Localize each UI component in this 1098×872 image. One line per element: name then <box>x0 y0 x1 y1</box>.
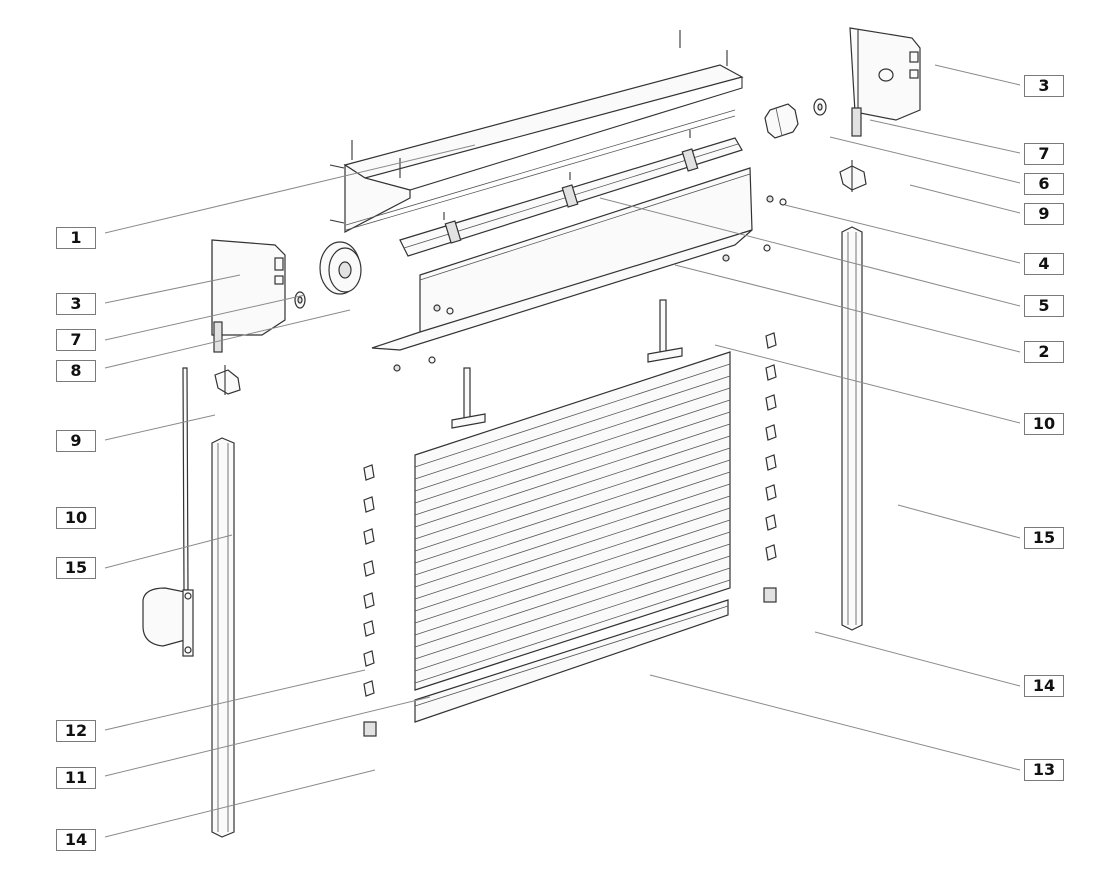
left-guide-rail-part <box>211 437 235 838</box>
callout-7-left: 7 <box>56 329 96 351</box>
callout-11-left: 11 <box>56 767 96 789</box>
hanging-springs-part <box>451 299 683 429</box>
right-bearing-part <box>813 98 827 116</box>
callout-13-right: 13 <box>1024 759 1064 781</box>
side-locks-right-part <box>765 332 777 561</box>
callout-3-left: 3 <box>56 293 96 315</box>
callout-9-left: 9 <box>56 430 96 452</box>
left-bracket-part <box>214 365 241 395</box>
callout-14-right: 14 <box>1024 675 1064 697</box>
callout-4-right: 4 <box>1024 253 1064 275</box>
octagonal-shaft-part <box>399 130 743 257</box>
callout-5-right: 5 <box>1024 295 1064 317</box>
bottom-bar-part <box>414 599 729 723</box>
side-locks-left-part <box>363 464 375 697</box>
callout-2-right: 2 <box>1024 341 1064 363</box>
top-cover-part <box>329 30 744 233</box>
bottom-stopper-left-part <box>363 721 377 737</box>
right-guide-rail-part <box>841 226 863 631</box>
callout-9-right: 9 <box>1024 203 1064 225</box>
belt-winder-part <box>142 367 194 657</box>
left-bearing-part <box>294 291 306 309</box>
callout-6-right: 6 <box>1024 173 1064 195</box>
bottom-stopper-right-part <box>763 587 777 603</box>
callout-12-left: 12 <box>56 720 96 742</box>
callout-1-left: 1 <box>56 227 96 249</box>
octagonal-adapter-part <box>764 103 799 139</box>
leader-lines <box>104 64 1021 838</box>
callout-15-right: 15 <box>1024 527 1064 549</box>
curtain-slats-part <box>414 351 731 691</box>
belt-pulley-part <box>319 241 362 295</box>
left-end-cap-part <box>211 239 286 353</box>
callout-10-right: 10 <box>1024 413 1064 435</box>
callout-14-left: 14 <box>56 829 96 851</box>
callout-15-left: 15 <box>56 557 96 579</box>
callout-7-right: 7 <box>1024 143 1064 165</box>
right-bracket-part <box>839 160 867 192</box>
front-box-panel-part <box>371 167 787 372</box>
callout-3-right: 3 <box>1024 75 1064 97</box>
right-end-cap-part <box>849 27 921 137</box>
callout-8-left: 8 <box>56 360 96 382</box>
callout-10-left: 10 <box>56 507 96 529</box>
